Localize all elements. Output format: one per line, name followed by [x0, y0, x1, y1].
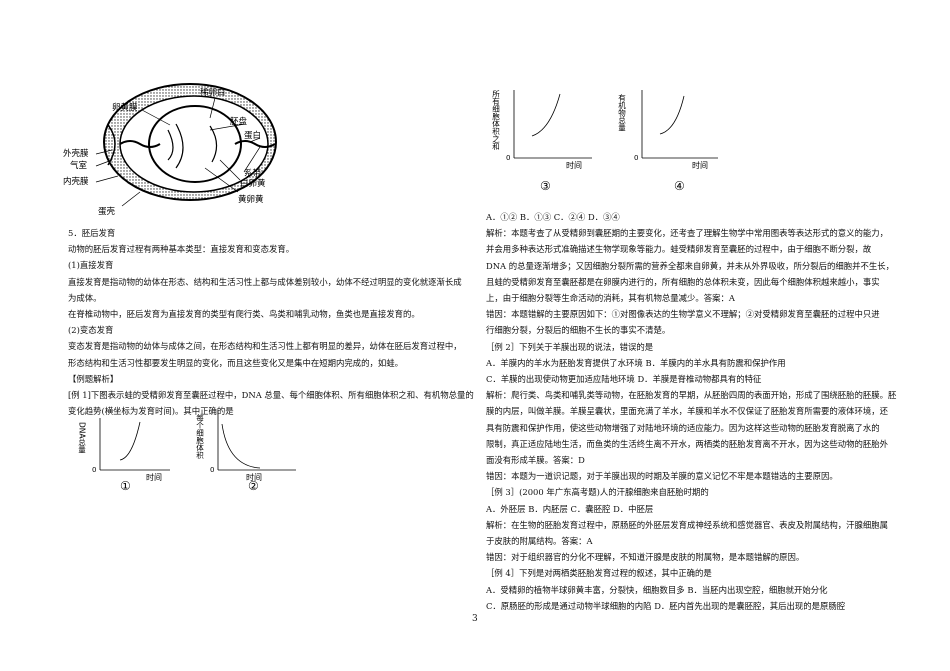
right-text-line: 具有防震和保护作用，使这些动物增强了对陆地环境的适应能力。因为这样这些动物的胚胎… — [486, 422, 880, 433]
chalaza-right — [234, 140, 276, 148]
right-text-line: 并会用多种表达形式准确描述生物学现象等能力。蛙受精卵发育至囊胚的过程中，由于细胞… — [486, 244, 872, 255]
right-text-line: 解析：本题考查了从受精卵到囊胚期的主要变化，还考查了理解生物学中常用图表等表达形… — [486, 228, 888, 239]
chart-4-organic-matter: 有机物总量 0 时间 ④ — [618, 90, 718, 193]
right-text-line: A．羊膜内的羊水为胚胎发育提供了水环境 B．羊膜内的羊水具有防震和保护作用 — [486, 357, 786, 368]
left-text-line: 形态结构和生活习性都要发生明显的变化，而且这些变化又是集中在短期内完成的，如蛙。 — [68, 357, 403, 368]
chart-4-curve — [659, 95, 685, 135]
left-text-line: 变态发育是指动物的幼体与成体之间，在形态结构和生活习性上都有明显的差异，幼体在胚… — [68, 341, 462, 352]
chart-2-ylabel: 每个细胞体积 — [196, 413, 205, 461]
right-text-line: 面没有形成羊膜。答案：D — [486, 455, 585, 466]
right-text-line: 错因：本题为一道识记题，对于羊膜出现的时期及羊膜的意义记忆不牢是本题错选的主要原… — [486, 471, 838, 482]
chart-2-number: ② — [248, 479, 259, 493]
label-outer-shell-membrane: 外壳膜 — [63, 148, 89, 159]
chart-3-origin: 0 — [506, 154, 510, 162]
right-text-line: 错因：本题错解的主要原因如下：①对图像表达的生物学意义不理解；②对受精卵发育至囊… — [486, 309, 880, 320]
white-yolk-layers — [167, 123, 218, 169]
label-yellow-yolk: 黄卵黄 — [238, 194, 264, 205]
right-text-line: ［例 4］下列是对两栖类胚胎发育过程的叙述，其中正确的是 — [486, 568, 712, 579]
page-number: 3 — [472, 614, 478, 624]
label-thin-albumen: 稀卵白 — [200, 87, 226, 98]
label-albumen: 蛋白 — [244, 130, 261, 141]
chart-1-dna-total: DNA总量 0 时间 ① — [77, 418, 170, 493]
left-text-line: 直接发育是指动物的幼体在形态、结构和生活习性上都与成体差别较小，幼体不经过明显的… — [68, 276, 462, 287]
chart-1-ylabel: DNA总量 — [77, 422, 86, 454]
left-text-line: (2)变态发育 — [68, 325, 114, 336]
label-white-yolk: 白卵黄 — [240, 178, 266, 189]
left-text-line: 5．胚后发育 — [68, 228, 116, 238]
right-text-line: 解析：在生物的胚胎发育过程中，原肠胚的外胚层发育成神经系统和感觉器官、表皮及附属… — [486, 519, 888, 530]
chart-2-curve — [221, 423, 261, 469]
chart-2-xlabel: 时间 — [246, 472, 262, 482]
right-text-line: A．受精卵的植物半球卵黄丰富，分裂快，细胞数目多 B．当胚内出现空腔，细胞就开始… — [486, 584, 828, 595]
chart-4-ylabel: 有机物总量 — [618, 93, 627, 132]
right-text-line: 解析：爬行类、鸟类和哺乳类等动物，在胚胎发育的早期，从胚胎四周的表面开始，形成了… — [486, 390, 897, 401]
right-text-line: A．外胚层 B．内胚层 C．囊胚腔 D．中胚层 — [486, 503, 654, 514]
chart-3-xlabel: 时间 — [566, 160, 582, 170]
left-text-line: 在脊椎动物中，胚后发育为直接发育的类型有爬行类、鸟类和哺乳动物，鱼类也是直接发育… — [68, 309, 420, 320]
egg-yolk — [148, 105, 242, 183]
label-air-sac: 气室 — [70, 160, 88, 171]
chalaza-left — [119, 140, 161, 148]
label-inner-shell-membrane: 内壳膜 — [63, 176, 89, 187]
chart-2-cell-volume: 每个细胞体积 0 时间 ② — [196, 410, 296, 493]
right-text-line: DNA 的总量逐渐增多；又因细胞分裂所需的营养全都来自卵黄，并未从外界吸收，所分… — [486, 260, 894, 271]
chart-1-curve — [119, 421, 141, 461]
chart-1-origin: 0 — [92, 466, 96, 474]
right-text-line: 膜的内层，叫做羊膜。羊膜呈囊状，里面充满了羊水，羊膜和羊水不仅保证了胚胎发育所需… — [486, 406, 888, 417]
left-text-line: [例 1]下图表示蛙的受精卵发育至囊胚过程中，DNA 总量、每个细胞体积、所有细… — [68, 390, 474, 401]
label-chalaza: 系带 — [244, 168, 262, 179]
chart-4-number: ④ — [674, 179, 685, 193]
left-text-line: 动物的胚后发育过程有两种基本类型：直接发育和变态发育。 — [68, 244, 295, 255]
chart-3-total-volume: 所有细胞体积之和 0 时间 ③ — [492, 89, 592, 193]
left-column-text: 5．胚后发育动物的胚后发育过程有两种基本类型：直接发育和变态发育。 (1)直接发育… — [68, 225, 478, 419]
left-text-line: 变化趋势(横坐标为发育时间)。其中正确的是 — [68, 406, 234, 417]
right-text-line: 行细胞分裂，分裂后的细胞不生长的事实不清楚。 — [486, 325, 671, 336]
chart-2-origin: 0 — [210, 466, 214, 474]
right-text-line: 错因：对于组织器官的分化不理解，不知道汗腺是皮肤的附属物，是本题错解的原因。 — [486, 552, 805, 563]
right-text-line: 于皮肤的附属结构。答案：A — [486, 536, 593, 547]
chart-3-ylabel: 所有细胞体积之和 — [492, 89, 501, 152]
chart-3-number: ③ — [540, 179, 551, 193]
chart-4-origin: 0 — [634, 154, 638, 162]
left-text-line: 为成体。 — [68, 292, 102, 303]
right-text-line: C．原肠胚的形成是通过动物半球细胞的内陷 D．胚内首先出现的是囊胚腔，其后出现的… — [486, 600, 846, 611]
right-text-line: 限制，真正适应陆地生活，而鱼类的生活终生离不开水，两栖类的胚胎发育离不开水，因为… — [486, 438, 888, 449]
right-text-line: ［例 2］下列关于羊膜出现的说法，错误的是 — [486, 341, 654, 352]
chart-3-curve — [531, 93, 561, 137]
air-sac — [107, 124, 116, 166]
chart-1-number: ① — [120, 479, 131, 493]
right-text-line: A．①② B．①③ C．②④ D．③④ — [486, 212, 620, 222]
right-column-text: A．①② B．①③ C．②④ D．③④ 解析：本题考查了从受精卵到囊胚期的主要变化… — [486, 209, 896, 614]
label-vitelline-membrane: 卵黄膜 — [112, 102, 138, 113]
label-shell: 蛋壳 — [98, 206, 116, 217]
label-blastodisc: 胚盘 — [230, 116, 248, 127]
right-text-line: 上，由于细胞分裂等生命活动的消耗，其有机物总量减少。答案：A — [486, 293, 735, 304]
right-text-line: ［例 3］(2000 年广东高考题)人的汗腺细胞来自胚胎时期的 — [486, 487, 709, 498]
right-text-line: 且蛙的受精卵发育至囊胚都是在卵膜内进行的，所有细胞的总体积未变，因此每个细胞体积… — [486, 276, 880, 287]
chart-4-xlabel: 时间 — [692, 160, 708, 170]
egg-structure-diagram: 卵黄膜 稀卵白 胚盘 蛋白 外壳膜 气室 内壳膜 系带 白卵黄 黄卵黄 蛋壳 — [63, 83, 277, 217]
right-text-line: C．羊膜的出现使动物更加适应陆地环境 D．羊膜是脊椎动物都具有的特征 — [486, 374, 762, 385]
left-text-line: (1)直接发育 — [68, 260, 114, 271]
left-text-line: 【例题解析】 — [68, 373, 119, 384]
chart-1-xlabel: 时间 — [146, 472, 162, 482]
